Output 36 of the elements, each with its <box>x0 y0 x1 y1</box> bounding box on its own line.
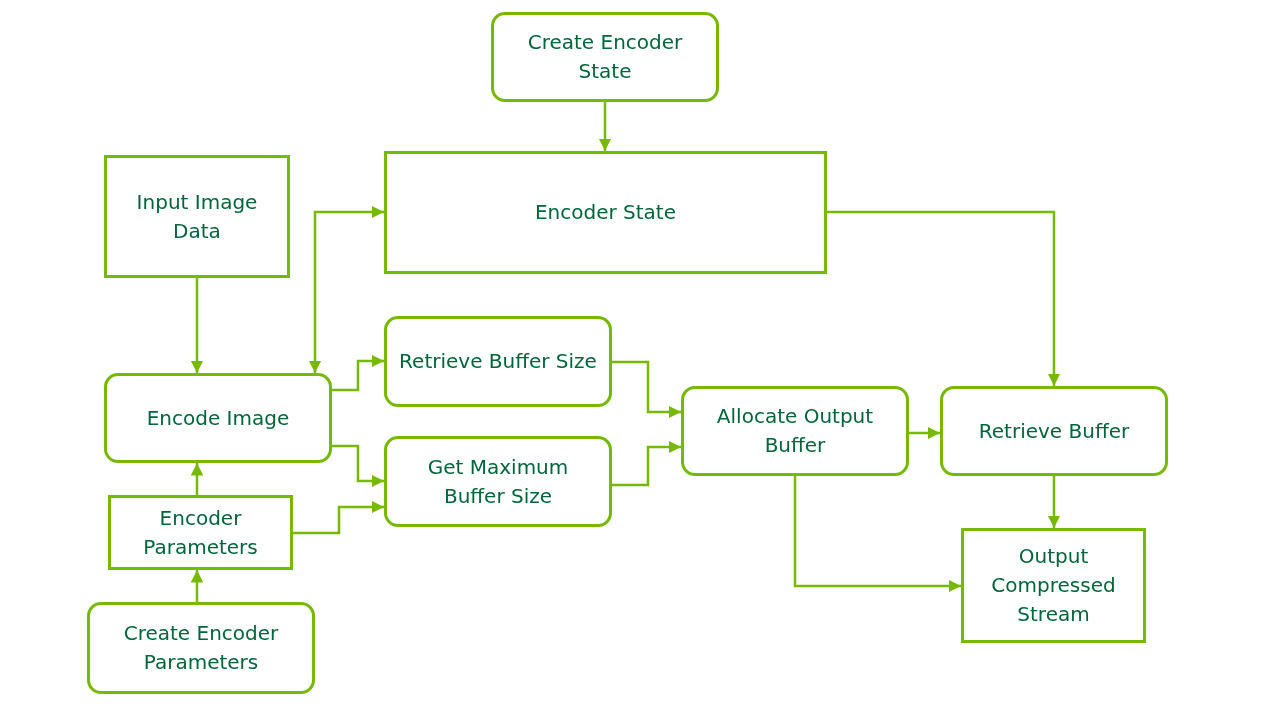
arrow <box>308 205 384 373</box>
arrow <box>190 570 204 602</box>
arrow <box>793 476 961 593</box>
rounded-process-box <box>104 373 332 463</box>
arrow <box>332 354 384 392</box>
arrow <box>293 500 384 535</box>
rounded-process-box <box>87 602 315 694</box>
arrow <box>332 444 384 488</box>
process-box <box>961 528 1146 643</box>
rounded-process-box <box>384 436 612 527</box>
rounded-process-box <box>940 386 1168 476</box>
arrow <box>190 463 204 495</box>
arrow <box>1047 476 1061 528</box>
arrow <box>909 426 940 440</box>
arrow <box>612 440 681 487</box>
node-label: Input Image Data <box>135 188 259 245</box>
node-label: Allocate Output Buffer <box>715 403 875 459</box>
node-label: Encode Image <box>146 404 290 432</box>
process-box <box>108 495 293 570</box>
process-box <box>104 155 290 278</box>
node-label: Encoder State <box>534 199 677 226</box>
node-label: Output Compressed Stream <box>990 543 1117 628</box>
node-label: Get Maximum Buffer Size <box>426 453 570 510</box>
node-label: Create Encoder Parameters <box>122 620 280 676</box>
arrow <box>827 210 1061 386</box>
arrow <box>598 102 612 151</box>
node-label: Encoder Parameters <box>142 504 259 561</box>
arrow <box>612 360 681 419</box>
process-box <box>384 151 827 274</box>
rounded-process-box <box>491 12 719 102</box>
node-label: Create Encoder State <box>526 29 684 85</box>
node-label: Retrieve Buffer <box>978 417 1130 445</box>
arrow <box>190 278 204 373</box>
rounded-process-box <box>384 316 612 407</box>
rounded-process-box <box>681 386 909 476</box>
node-label: Retrieve Buffer Size <box>399 348 597 375</box>
